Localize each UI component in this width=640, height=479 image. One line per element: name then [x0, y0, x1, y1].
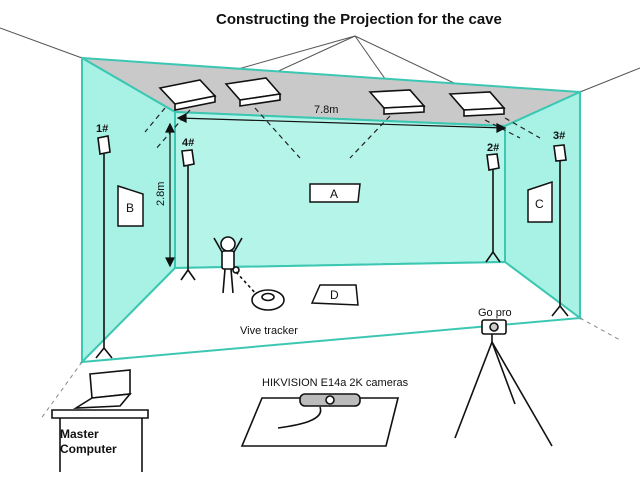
svg-text:C: C [535, 197, 544, 211]
projector-2 [224, 77, 282, 107]
screen-a: A [309, 183, 361, 203]
height-dimension [165, 122, 175, 268]
height-label: 2.8m [155, 182, 167, 206]
projector-1 [158, 79, 217, 111]
go-pro-camera [454, 319, 553, 447]
tracker-2-label: 2# [487, 142, 499, 154]
width-dimension [176, 113, 507, 133]
tracker-2 [485, 153, 501, 263]
vive-tracker-label: Vive tracker [240, 325, 298, 337]
width-label: 7.8m [314, 104, 338, 116]
svg-text:D: D [330, 288, 339, 302]
tracker-4 [180, 149, 196, 281]
master-computer-label-1: Master [60, 427, 99, 441]
screen-c: C [527, 180, 553, 223]
screen-d: D [310, 284, 359, 306]
projectors [158, 77, 506, 117]
cameras-label: HIKVISION E14a 2K cameras [262, 377, 409, 389]
screen-b: B [117, 184, 144, 227]
tracker-4-label: 4# [182, 137, 194, 149]
master-computer [51, 369, 149, 472]
go-pro-label: Go pro [478, 307, 512, 319]
projector-4 [448, 91, 506, 117]
tracker-1 [95, 135, 113, 359]
tracker-1-label: 1# [96, 123, 108, 135]
master-computer-label-2: Computer [60, 442, 117, 456]
tracker-3-label: 3# [553, 130, 565, 142]
diagram-title: Constructing the Projection for the cave [216, 11, 502, 28]
vive-tracker [235, 271, 285, 311]
guide-lines [39, 317, 621, 421]
tracker-3 [551, 144, 569, 317]
projector-3 [368, 89, 426, 115]
svg-text:B: B [126, 201, 134, 215]
svg-text:A: A [330, 187, 338, 201]
person-figure [213, 236, 243, 294]
hikvision-camera [240, 393, 400, 447]
